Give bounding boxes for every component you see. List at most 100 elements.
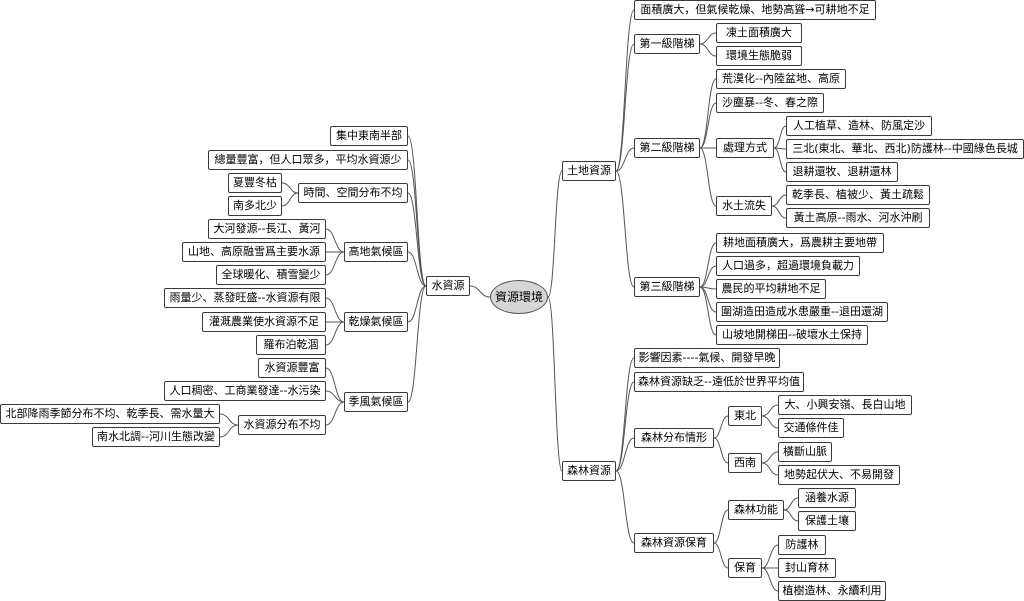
- connector-forest-sw-a: [761, 451, 779, 464]
- water-total-node[interactable]: 總量豐富，但人口眾多，平均水資源少: [208, 150, 408, 170]
- water-east-node[interactable]: 集中東南半部: [330, 126, 408, 146]
- water-uneven-a[interactable]: 北部降雨季節分布不均、乾季長、需水量大: [0, 404, 220, 424]
- land-treat-a[interactable]: 人工植草、造林、防風定沙: [786, 116, 932, 136]
- connector-forest-sw-node: [713, 437, 729, 464]
- land-treat-c[interactable]: 退耕還牧、退耕還林: [786, 162, 898, 182]
- water-high-node[interactable]: 高地氣候區: [344, 242, 408, 262]
- water-dry-c[interactable]: 羅布泊乾涸: [256, 335, 326, 355]
- forest-ne-node[interactable]: 東北: [728, 406, 762, 426]
- connector-forest-dist-node: [615, 437, 635, 472]
- water-node[interactable]: 水資源: [426, 276, 470, 296]
- connector-water-high-node: [407, 251, 427, 287]
- connector-land-step1-node: [615, 43, 635, 172]
- forest-cons-c[interactable]: 植樹造林、永續利用: [778, 581, 886, 601]
- water-dry-b[interactable]: 灌溉農業使水資源不足: [202, 312, 326, 332]
- connector-forest-sw-b: [761, 462, 779, 476]
- connector-water-uneven-b: [219, 424, 239, 438]
- water-time-b[interactable]: 南多北少: [228, 196, 282, 216]
- connector-land-step2-node: [615, 147, 635, 172]
- land-step2-a[interactable]: 荒漠化--內陸盆地、高原: [716, 69, 846, 89]
- connector-land-step3-e: [699, 286, 717, 336]
- connector-forest-cons-a: [761, 544, 779, 569]
- forest-ne-a[interactable]: 大、小興安嶺、長白山地: [778, 395, 912, 415]
- land-step3-d[interactable]: 圍湖造田造成水患嚴重--退田還湖: [716, 302, 888, 322]
- connector-land-erosion-node: [699, 147, 717, 207]
- connector-land-treat-a: [773, 125, 787, 149]
- connector-land-treat-c: [773, 147, 787, 173]
- water-high-a[interactable]: 大河發源--長江、黃河: [208, 219, 326, 239]
- land-erosion-node[interactable]: 水土流失: [716, 196, 772, 216]
- land-step3-node[interactable]: 第三級階梯: [634, 277, 700, 297]
- land-step3-c[interactable]: 農民的平均耕地不足: [716, 279, 826, 299]
- connector-forest-node: [547, 296, 563, 472]
- root-node[interactable]: 資源環境: [490, 280, 548, 314]
- water-monsoon-node[interactable]: 季風氣候區: [344, 392, 408, 412]
- connector-water-monsoon-b: [325, 390, 345, 403]
- forest-func-a[interactable]: 涵養水源: [798, 488, 856, 508]
- connector-land-step3-a: [699, 242, 717, 288]
- land-step2-node[interactable]: 第二級階梯: [634, 138, 700, 158]
- forest-func-node[interactable]: 森林功能: [728, 500, 784, 520]
- forest-factor-node[interactable]: 影響因素----氣候、開發早晚: [634, 348, 780, 368]
- forest-cons-node[interactable]: 保育: [728, 558, 762, 578]
- land-node[interactable]: 土地資源: [562, 161, 616, 181]
- water-uneven-b[interactable]: 南水北調--河川生態改變: [92, 427, 220, 447]
- forest-sw-b[interactable]: 地勢起伏大、不易開發: [778, 465, 900, 485]
- water-time-node[interactable]: 時間、空間分布不均: [298, 183, 408, 203]
- connector-water-high-a: [325, 228, 345, 253]
- connector-forest-func-a: [783, 497, 799, 511]
- connector-land-step1-b: [699, 43, 717, 57]
- connector-forest-ne-node: [713, 415, 729, 439]
- connector-forest-protect-node: [615, 470, 635, 544]
- land-step3-e[interactable]: 山坡地開梯田--破壞水土保持: [716, 325, 868, 345]
- connector-forest-ne-b: [761, 415, 779, 429]
- land-top-node[interactable]: 面積廣大，但氣候乾燥、地勢高聳→可耕地不足: [634, 0, 876, 20]
- connector-land-step2-b: [699, 102, 717, 149]
- water-monsoon-b[interactable]: 人口稠密、工商業發達--水污染: [164, 381, 326, 401]
- land-step3-a[interactable]: 耕地面積廣大，爲農耕主要地帶: [716, 233, 884, 253]
- forest-dist-node[interactable]: 森林分布情形: [634, 428, 714, 448]
- connector-land-step1-a: [699, 32, 717, 45]
- forest-sw-a[interactable]: 橫斷山脈: [778, 442, 832, 462]
- connector-forest-ne-a: [761, 404, 779, 417]
- land-erosion-b[interactable]: 黃土高原--雨水、河水沖刷: [786, 208, 930, 228]
- connector-water-time-b: [281, 192, 299, 207]
- land-treat-node[interactable]: 處理方式: [716, 138, 774, 158]
- connector-forest-lack-node: [615, 381, 635, 472]
- water-high-c[interactable]: 全球暖化、積雪變少: [216, 265, 326, 285]
- connector-land-step3-b: [699, 265, 717, 288]
- forest-lack-node[interactable]: 森林資源缺乏--遠低於世界平均值: [634, 372, 804, 392]
- connector-land-step2-a: [699, 78, 717, 149]
- connector-forest-func-node: [713, 509, 729, 544]
- land-step1-node[interactable]: 第一級階梯: [634, 34, 700, 54]
- forest-cons-b[interactable]: 封山育林: [778, 558, 836, 578]
- land-step3-b[interactable]: 人口過多，超過環境負載力: [716, 256, 860, 276]
- land-step1-b[interactable]: 環境生態脆弱: [716, 46, 802, 66]
- water-dry-node[interactable]: 乾燥氣候區: [344, 312, 408, 332]
- connector-forest-cons-node: [713, 542, 729, 569]
- land-erosion-a[interactable]: 乾季長、植被少、黃土疏鬆: [786, 185, 930, 205]
- water-dry-a[interactable]: 雨量少、蒸發旺盛--水資源有限: [164, 288, 326, 308]
- forest-ne-b[interactable]: 交通條件佳: [778, 418, 844, 438]
- forest-sw-node[interactable]: 西南: [728, 453, 762, 473]
- land-step2-b[interactable]: 沙塵暴--冬、春之際: [716, 93, 824, 113]
- water-high-b[interactable]: 山地、高原融雪爲主要水源: [182, 242, 326, 262]
- connector-land-node: [547, 170, 563, 298]
- forest-protect-node[interactable]: 森林資源保育: [634, 533, 714, 553]
- water-uneven-node[interactable]: 水資源分布不均: [238, 415, 326, 435]
- water-time-a[interactable]: 夏豐冬枯: [228, 173, 282, 193]
- land-step1-a[interactable]: 凍土面積廣大: [716, 23, 802, 43]
- land-treat-b[interactable]: 三北(東北、華北、西北)防護林--中國綠色長城: [786, 139, 1024, 159]
- forest-node[interactable]: 森林資源: [562, 461, 616, 481]
- connector-land-step3-node: [615, 170, 635, 288]
- connector-land-erosion-b: [771, 205, 787, 219]
- connector-water-uneven-a: [219, 413, 239, 426]
- connector-water-high-c: [325, 251, 345, 276]
- connector-water-dry-node: [407, 285, 427, 323]
- connector-forest-cons-c: [761, 567, 779, 592]
- water-monsoon-a[interactable]: 水資源豐富: [258, 358, 326, 378]
- forest-cons-a[interactable]: 防護林: [778, 535, 826, 555]
- forest-func-b[interactable]: 保護土壤: [798, 511, 856, 531]
